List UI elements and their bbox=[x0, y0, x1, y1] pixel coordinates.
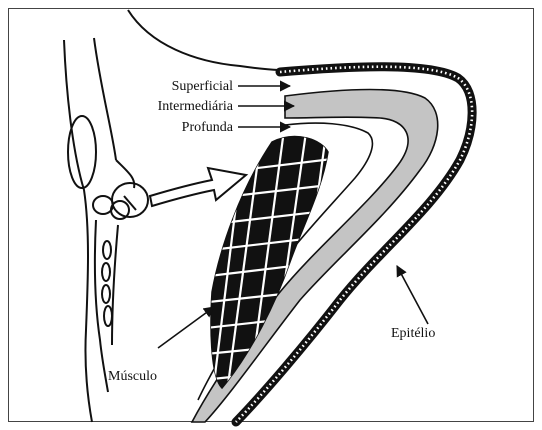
upper-contour bbox=[128, 10, 445, 70]
label-superficial: Superficial bbox=[172, 79, 234, 94]
label-intermediaria: Intermediária bbox=[158, 99, 234, 114]
left-structures bbox=[64, 38, 148, 422]
label-profunda: Profunda bbox=[182, 120, 234, 135]
magnification-arrow bbox=[150, 168, 246, 206]
epitelio-pointer bbox=[397, 266, 428, 324]
musculo-pointer bbox=[158, 307, 214, 348]
label-epitelio: Epitélio bbox=[391, 326, 435, 341]
label-musculo: Músculo bbox=[108, 369, 157, 384]
